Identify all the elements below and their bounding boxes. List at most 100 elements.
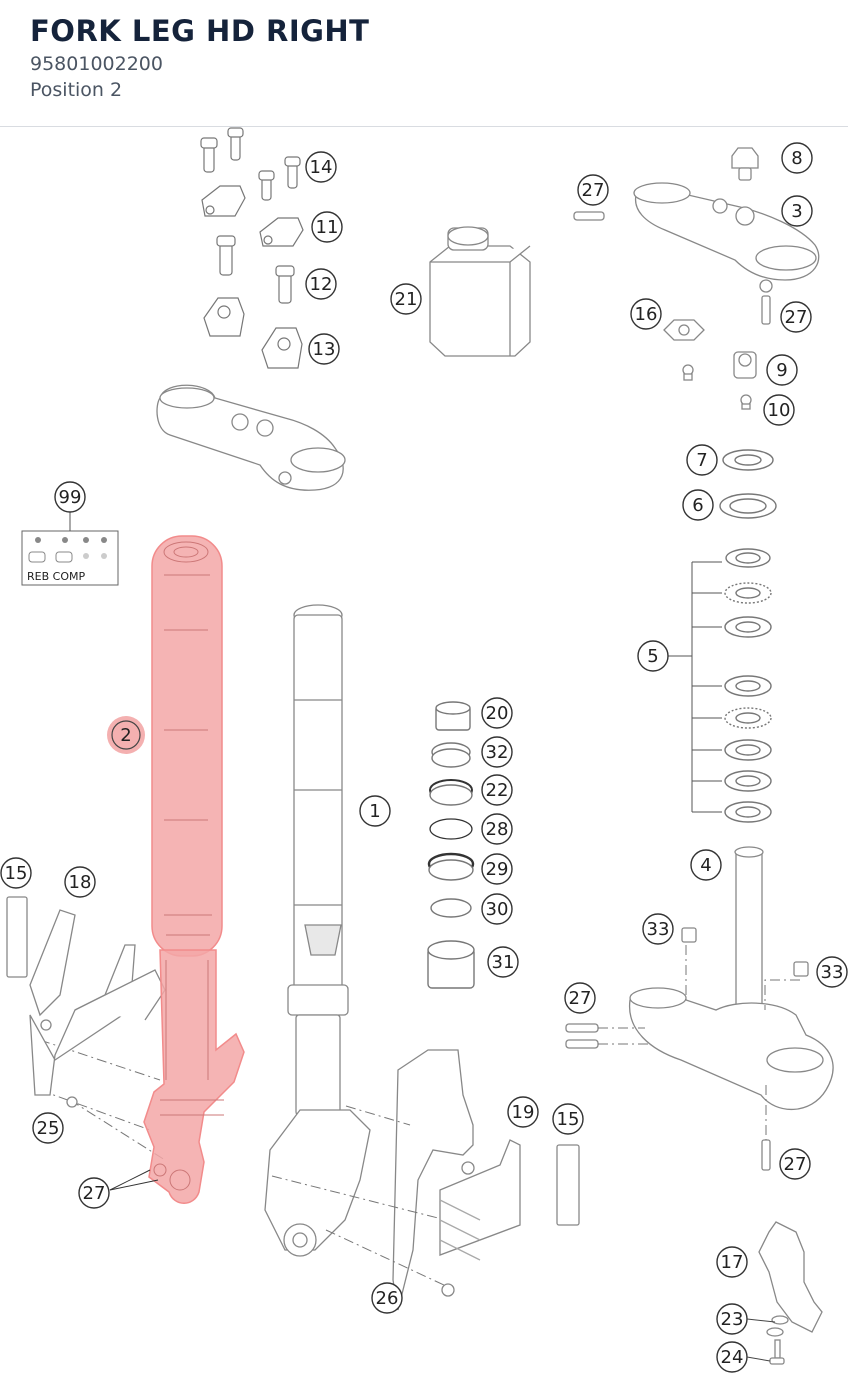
- callout-27-top[interactable]: 27: [577, 174, 609, 206]
- svg-text:6: 6: [692, 495, 703, 516]
- svg-text:99: 99: [59, 487, 82, 508]
- callout-17[interactable]: 17: [716, 1246, 748, 1278]
- svg-text:3: 3: [791, 201, 802, 222]
- svg-text:4: 4: [700, 855, 711, 876]
- svg-text:1: 1: [369, 801, 380, 822]
- callout-15-left[interactable]: 15: [0, 857, 32, 889]
- svg-text:19: 19: [512, 1102, 535, 1123]
- page-header: FORK LEG HD RIGHT 95801002200 Position 2: [0, 0, 848, 127]
- callout-25[interactable]: 25: [32, 1112, 64, 1144]
- position-label: Position 2: [30, 79, 123, 101]
- svg-text:20: 20: [486, 703, 509, 724]
- svg-text:15: 15: [557, 1109, 580, 1130]
- svg-text:33: 33: [647, 919, 670, 940]
- lower-triple-clamp-top: [573, 147, 820, 410]
- callout-27-mid-right[interactable]: 27: [564, 982, 596, 1014]
- steering-bearing-stack: [719, 449, 777, 823]
- svg-text:27: 27: [582, 180, 605, 201]
- svg-text:29: 29: [486, 859, 509, 880]
- svg-text:14: 14: [310, 157, 333, 178]
- callout-19[interactable]: 19: [507, 1096, 539, 1128]
- svg-text:26: 26: [376, 1288, 399, 1309]
- callout-22[interactable]: 22: [481, 774, 513, 806]
- svg-text:18: 18: [69, 872, 92, 893]
- svg-text:7: 7: [696, 450, 707, 471]
- callout-33-left[interactable]: 33: [642, 913, 674, 945]
- callout-99[interactable]: 99: [54, 481, 86, 513]
- svg-text:23: 23: [721, 1309, 744, 1330]
- fork-oil-bottle: [429, 226, 531, 357]
- callout-27-top-right[interactable]: 27: [780, 301, 812, 333]
- callout-27-bottom-right[interactable]: 27: [779, 1148, 811, 1180]
- callout-9[interactable]: 9: [766, 354, 798, 386]
- callout-18[interactable]: 18: [64, 866, 96, 898]
- svg-text:15: 15: [5, 863, 28, 884]
- callout-8[interactable]: 8: [781, 142, 813, 174]
- callout-26[interactable]: 26: [371, 1282, 403, 1314]
- svg-text:27: 27: [785, 307, 808, 328]
- clamp-hardware-group: [200, 127, 304, 369]
- callout-32[interactable]: 32: [481, 736, 513, 768]
- fork-guard-sticker: [556, 1144, 580, 1226]
- svg-text:8: 8: [791, 148, 802, 169]
- callout-5[interactable]: 5: [637, 640, 669, 672]
- fork-guard-reference: [392, 1049, 521, 1311]
- svg-text:27: 27: [784, 1154, 807, 1175]
- callout-13[interactable]: 13: [308, 333, 340, 365]
- callout-16[interactable]: 16: [630, 298, 662, 330]
- svg-text:28: 28: [486, 819, 509, 840]
- page-title: FORK LEG HD RIGHT: [30, 14, 370, 48]
- callout-14[interactable]: 14: [305, 151, 337, 183]
- callout-31[interactable]: 31: [487, 946, 519, 978]
- callout-leader-lines: [746, 1318, 776, 1362]
- fork-guard-left: [6, 896, 166, 1108]
- svg-text:11: 11: [316, 217, 339, 238]
- svg-text:24: 24: [721, 1347, 744, 1368]
- svg-text:2: 2: [120, 725, 131, 746]
- callout-29[interactable]: 29: [481, 853, 513, 885]
- svg-text:13: 13: [313, 339, 336, 360]
- svg-text:27: 27: [83, 1183, 106, 1204]
- svg-text:21: 21: [395, 289, 418, 310]
- svg-text:9: 9: [776, 360, 787, 381]
- callout-27-left[interactable]: 27: [78, 1177, 110, 1209]
- svg-text:12: 12: [310, 274, 333, 295]
- svg-text:22: 22: [486, 780, 509, 801]
- callout-6[interactable]: 6: [682, 489, 714, 521]
- callout-7[interactable]: 7: [686, 444, 718, 476]
- callout-23[interactable]: 23: [716, 1303, 748, 1335]
- callout-10[interactable]: 10: [763, 394, 795, 426]
- highlighted-fork-leg-detail: [153, 541, 224, 1191]
- svg-text:33: 33: [821, 962, 844, 983]
- svg-text:27: 27: [569, 988, 592, 1009]
- callout-4[interactable]: 4: [690, 849, 722, 881]
- callout-1[interactable]: 1: [359, 795, 391, 827]
- callout-24[interactable]: 24: [716, 1341, 748, 1373]
- highlighted-fork-leg[interactable]: [143, 535, 245, 1204]
- inset-label: REB COMP: [27, 570, 85, 583]
- dashed-guide-lines: [39, 945, 800, 1287]
- callout-2-highlighted[interactable]: 2: [107, 716, 145, 754]
- svg-text:32: 32: [486, 742, 509, 763]
- callout-3[interactable]: 3: [781, 195, 813, 227]
- group-bracket-5: [668, 561, 722, 813]
- svg-text:5: 5: [647, 646, 658, 667]
- callout-20[interactable]: 20: [481, 697, 513, 729]
- svg-text:30: 30: [486, 899, 509, 920]
- callout-33-right[interactable]: 33: [816, 956, 848, 988]
- callout-12[interactable]: 12: [305, 268, 337, 300]
- svg-text:25: 25: [37, 1118, 60, 1139]
- callout-15-right[interactable]: 15: [552, 1103, 584, 1135]
- callout-28[interactable]: 28: [481, 813, 513, 845]
- part-number: 95801002200: [30, 53, 163, 75]
- svg-text:10: 10: [768, 400, 791, 421]
- steering-stem: [565, 846, 834, 1171]
- leader-lines-27-left: [109, 1169, 159, 1191]
- adjuster-inset: REB COMP: [21, 509, 119, 586]
- callout-30[interactable]: 30: [481, 893, 513, 925]
- svg-text:17: 17: [721, 1252, 744, 1273]
- callout-21[interactable]: 21: [390, 283, 422, 315]
- callout-11[interactable]: 11: [311, 211, 343, 243]
- upper-triple-clamp: [156, 384, 346, 491]
